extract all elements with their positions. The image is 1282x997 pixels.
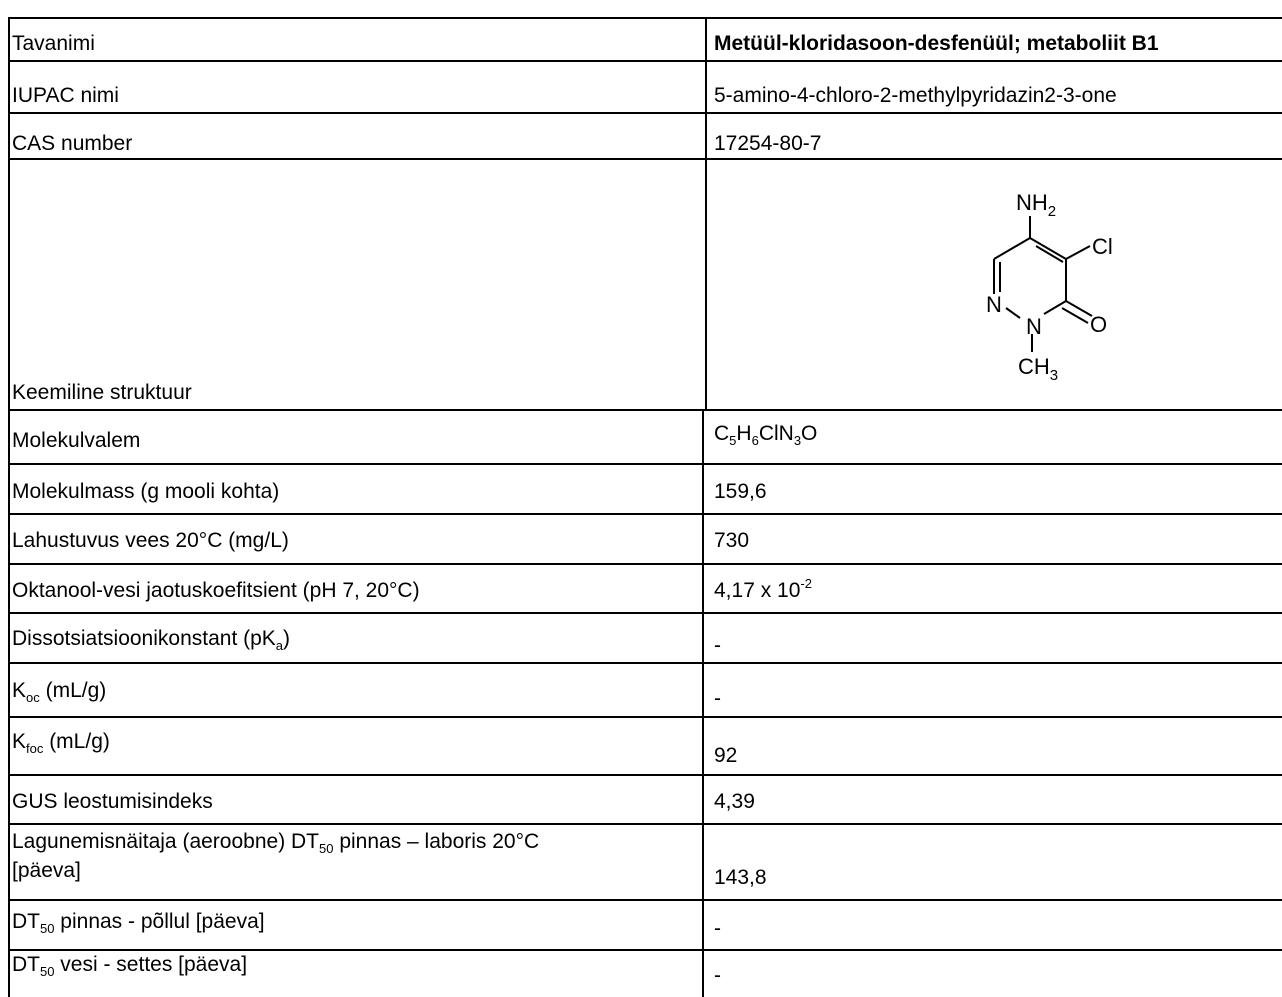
bond [993,237,1031,260]
grid-line [8,612,1282,614]
nh2-label: NH2 [1016,190,1056,220]
row-label-dt50-sediment: DT50 vesi - settes [päeva] [12,953,248,979]
row-label-molar-mass: Molekulmass (g mooli kohta) [12,480,280,503]
bond [1043,300,1067,315]
row-label-dt50-field: DT50 pinnas - põllul [päeva] [12,910,265,936]
property-table: Tavanimi Metüül-kloridasoon-desfenüül; m… [8,17,1282,997]
row-label-pka: Dissotsiatsioonikonstant (pKa) [12,627,291,653]
grid-line [8,563,1282,565]
bond [1035,245,1064,263]
row-value-partition-coefficient: 4,17 x 10-2 [714,576,812,602]
chemical-structure-diagram: NH2 Cl N N O CH3 [986,190,1113,384]
grid-line [8,716,1282,718]
grid-line [8,513,1282,515]
row-label-structure: Keemiline struktuur [12,381,192,404]
grid-line [8,662,1282,664]
grid-line [8,17,10,997]
row-value-pka: - [714,634,721,657]
bond [1065,300,1093,317]
n1-label: N [986,292,1002,317]
row-label-dt50-lab: Lagunemisnäitaja (aeroobne) DT50 pinnas … [12,830,540,856]
bond [1065,245,1091,260]
row-value-common-name: Metüül-kloridasoon-desfenüül; metaboliit… [714,32,1159,55]
row-value-solubility: 730 [714,529,750,552]
grid-line [8,60,1282,62]
grid-line [8,158,1282,160]
grid-line [8,112,1282,114]
n2-label: N [1026,314,1042,339]
row-value-dt50-lab: 143,8 [714,866,767,889]
row-label-dt50-lab-line2: [päeva] [12,859,81,882]
grid-line [8,899,1282,901]
grid-line [702,409,704,997]
row-value-dt50-sediment: - [714,964,721,987]
cl-label: Cl [1092,234,1113,259]
row-label-cas: CAS number [12,132,133,155]
row-value-gus: 4,39 [714,790,755,813]
grid-line [8,823,1282,825]
row-label-solubility: Lahustuvus vees 20°C (mg/L) [12,529,289,552]
row-label-formula: Molekulvalem [12,429,141,452]
bond [1029,237,1067,260]
bond [1061,307,1089,324]
row-label-iupac: IUPAC nimi [12,84,119,107]
ch3-label: CH3 [1018,354,1058,384]
grid-line [8,774,1282,776]
row-label-partition-coefficient: Oktanool-vesi jaotuskoefitsient (pH 7, 2… [12,579,420,602]
grid-line [8,949,1282,951]
bond [1005,307,1021,319]
o-label: O [1090,312,1107,337]
row-value-kfoc: 92 [714,744,738,767]
row-label-common-name: Tavanimi [12,32,95,55]
row-value-iupac: 5-amino-4-chloro-2-methylpyridazin2-3-on… [714,84,1117,107]
row-value-dt50-field: - [714,917,721,940]
row-value-cas: 17254-80-7 [714,132,822,155]
row-label-gus: GUS leostumisindeks [12,790,213,813]
row-value-formula: C5H6ClN3O [714,422,818,448]
row-value-koc: - [714,687,721,710]
row-label-kfoc: Kfoc (mL/g) [12,730,110,756]
grid-line [8,409,1282,411]
grid-line [705,17,707,409]
row-label-koc: Koc (mL/g) [12,679,107,705]
grid-line [8,463,1282,465]
row-value-molar-mass: 159,6 [714,480,767,503]
grid-line [8,17,1282,19]
